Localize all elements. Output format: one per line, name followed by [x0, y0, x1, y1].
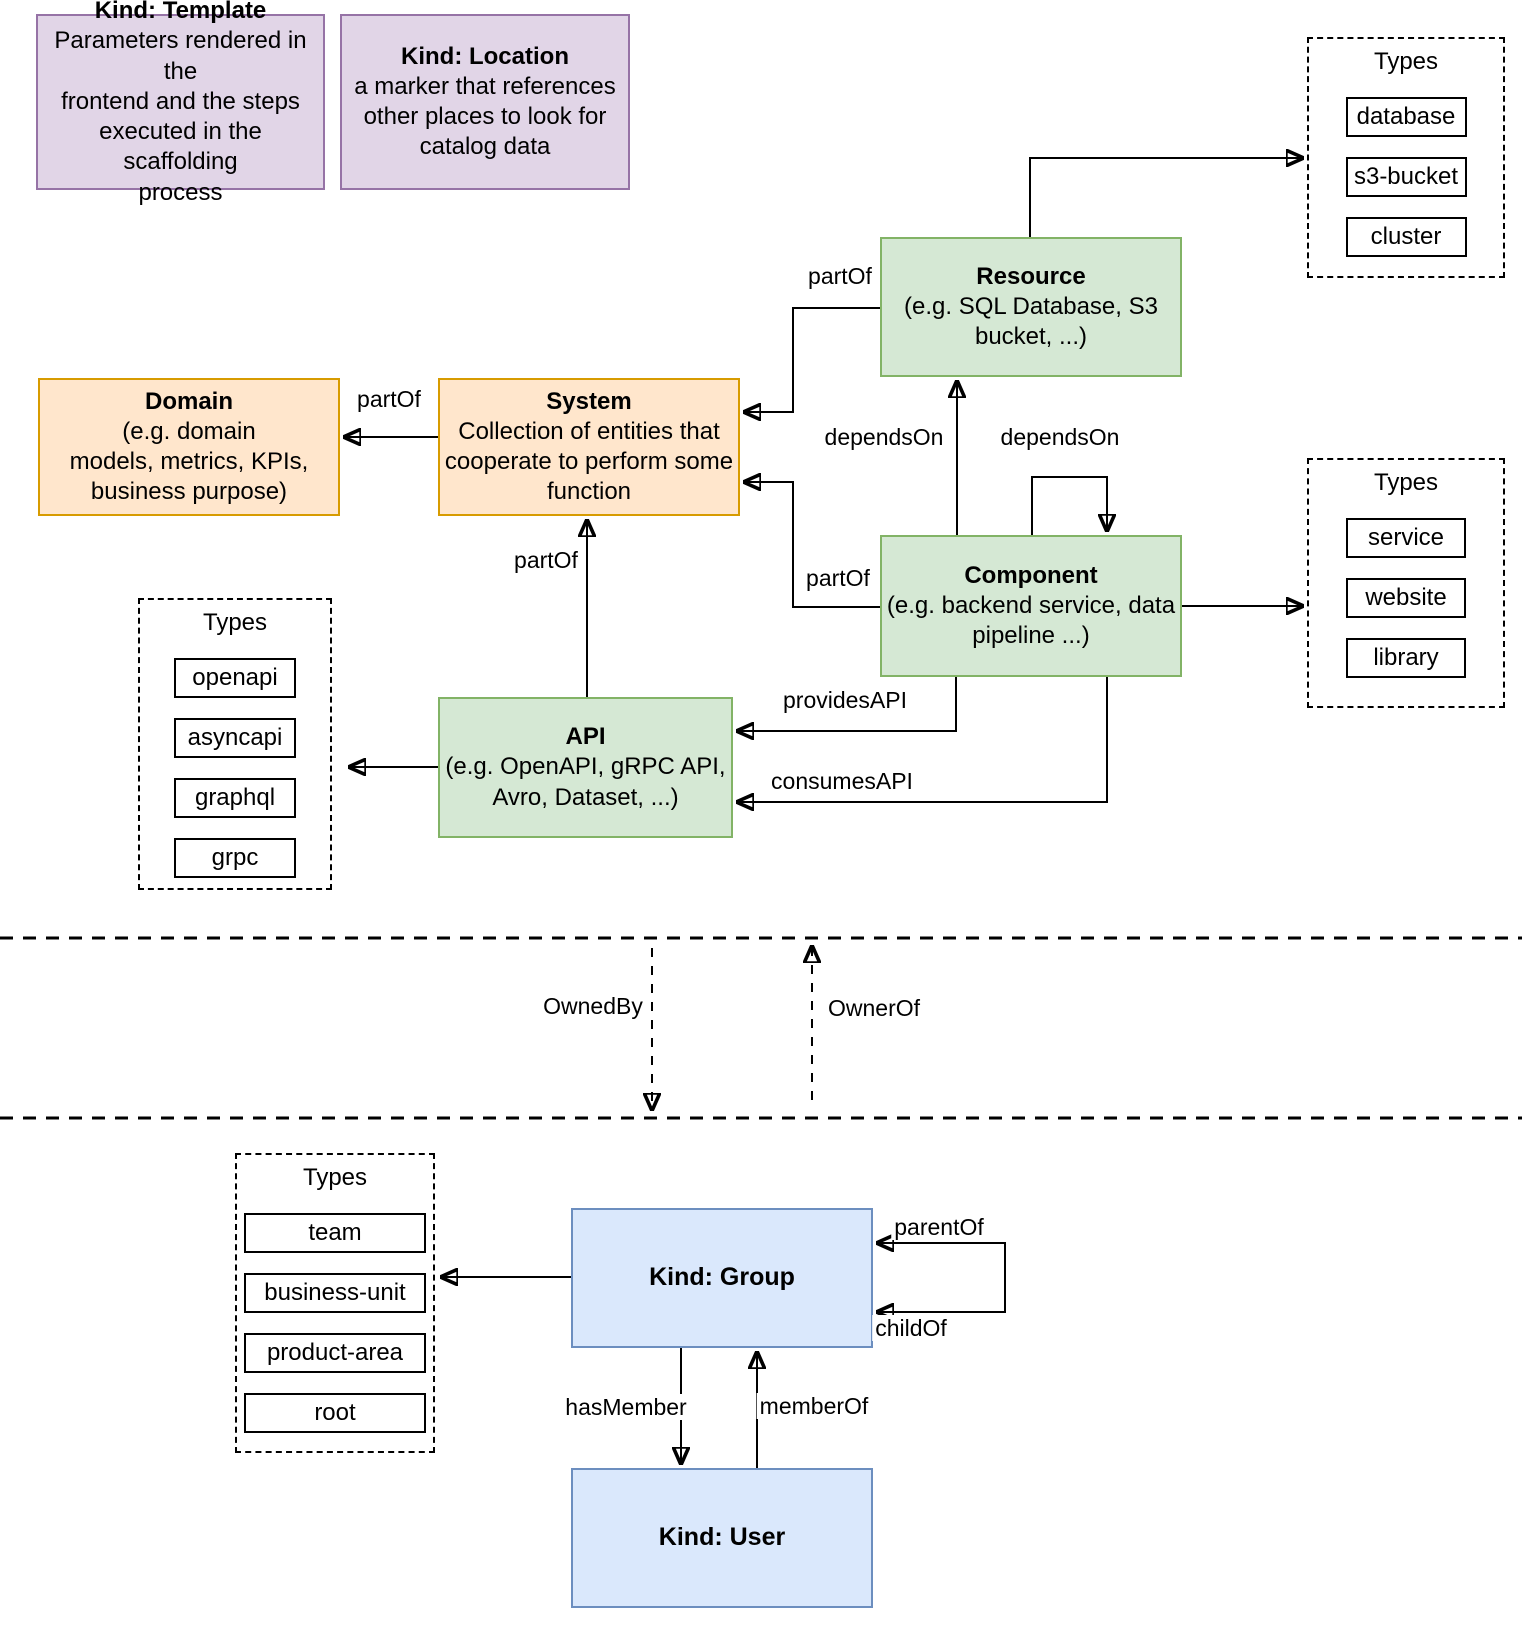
- node-api-body: (e.g. OpenAPI, gRPC API, Avro, Dataset, …: [445, 753, 726, 811]
- type-chip-product-area: product-area: [244, 1333, 426, 1373]
- typebox-group-types: Types team business-unit product-area ro…: [235, 1153, 435, 1453]
- node-user: Kind: User: [571, 1468, 873, 1608]
- type-chip-business-unit: business-unit: [244, 1273, 426, 1313]
- node-resource: Resource (e.g. SQL Database, S3 bucket, …: [880, 237, 1182, 377]
- node-group-title: Kind: Group: [649, 1263, 795, 1292]
- edge-group-parentof-childof-loop: [877, 1243, 1006, 1312]
- typebox-group-label: Types: [302, 1164, 368, 1191]
- node-group: Kind: Group: [571, 1208, 873, 1348]
- node-api: API (e.g. OpenAPI, gRPC API, Avro, Datas…: [438, 697, 733, 838]
- edge-component-providesapi-api: [737, 677, 957, 731]
- type-chip-service: service: [1346, 518, 1466, 558]
- edge-component-consumesapi-api: [737, 677, 1108, 802]
- edge-label-consumesapi: consumesAPI: [768, 768, 916, 794]
- edge-label-childof: childOf: [872, 1315, 950, 1341]
- node-api-title: API: [565, 723, 606, 751]
- type-chip-library: library: [1346, 638, 1466, 678]
- typebox-api-label: Types: [202, 609, 268, 636]
- node-component-body: (e.g. backend service, data pipeline ...…: [886, 591, 1176, 650]
- type-chip-root: root: [244, 1393, 426, 1433]
- type-chip-asyncapi: asyncapi: [174, 718, 296, 758]
- node-component-title: Component: [964, 561, 1098, 589]
- typebox-api-types: Types openapi asyncapi graphql grpc: [138, 598, 332, 890]
- edge-label-hasmember: hasMember: [562, 1394, 690, 1420]
- edge-component-dependson-self: [1031, 476, 1107, 535]
- type-chip-s3-bucket: s3-bucket: [1345, 157, 1467, 197]
- edge-label-partof-component-system: partOf: [803, 565, 873, 591]
- type-chip-website: website: [1346, 578, 1466, 618]
- node-resource-title: Resource: [976, 262, 1086, 290]
- type-chip-database: database: [1345, 97, 1467, 137]
- node-resource-body: (e.g. SQL Database, S3 bucket, ...): [904, 292, 1158, 351]
- edge-label-ownedby: OwnedBy: [540, 993, 646, 1019]
- typebox-component-label: Types: [1373, 469, 1439, 496]
- node-domain: Domain (e.g. domain models, metrics, KPI…: [38, 378, 340, 516]
- type-chip-grpc: grpc: [174, 838, 296, 878]
- node-domain-title: Domain: [144, 387, 233, 415]
- edge-label-parentof: parentOf: [891, 1214, 987, 1240]
- edge-label-dependson-self: dependsOn: [997, 424, 1123, 450]
- edge-label-partof-system-domain: partOf: [354, 386, 424, 412]
- typebox-component-types: Types service website library: [1307, 458, 1505, 708]
- edge-label-partof-api-system: partOf: [511, 547, 581, 573]
- edge-label-ownerof: OwnerOf: [824, 995, 924, 1021]
- type-chip-graphql: graphql: [174, 778, 296, 818]
- node-location-title: Kind: Location: [401, 42, 569, 70]
- edge-label-dependson-resource: dependsOn: [821, 424, 947, 450]
- typebox-resource-label: Types: [1373, 48, 1439, 75]
- type-chip-openapi: openapi: [174, 658, 296, 698]
- node-template-title: Kind: Template: [94, 0, 267, 25]
- edge-resource-to-types: [1029, 158, 1303, 237]
- node-location-body: a marker that references other places to…: [354, 72, 616, 161]
- node-system: System Collection of entities that coope…: [438, 378, 740, 516]
- edge-label-partof-resource-system: partOf: [805, 263, 875, 289]
- node-location: Kind: Location a marker that references …: [340, 14, 630, 190]
- type-chip-cluster: cluster: [1345, 217, 1467, 257]
- edge-resource-partof-system: [744, 307, 880, 412]
- node-template: Kind: Template Parameters rendered in th…: [36, 0, 325, 206]
- node-system-title: System: [546, 387, 632, 415]
- node-template-body: Parameters rendered in the frontend and …: [54, 27, 307, 206]
- edge-label-providesapi: providesAPI: [779, 687, 911, 713]
- node-domain-body: (e.g. domain models, metrics, KPIs, busi…: [69, 417, 309, 506]
- node-system-body: Collection of entities that cooperate to…: [444, 417, 734, 506]
- node-user-title: Kind: User: [658, 1523, 786, 1552]
- edge-component-partof-system: [744, 482, 880, 608]
- node-component: Component (e.g. backend service, data pi…: [880, 535, 1182, 677]
- edge-label-memberof: memberOf: [756, 1393, 872, 1419]
- typebox-resource-types: Types database s3-bucket cluster: [1307, 37, 1505, 278]
- type-chip-team: team: [244, 1213, 426, 1253]
